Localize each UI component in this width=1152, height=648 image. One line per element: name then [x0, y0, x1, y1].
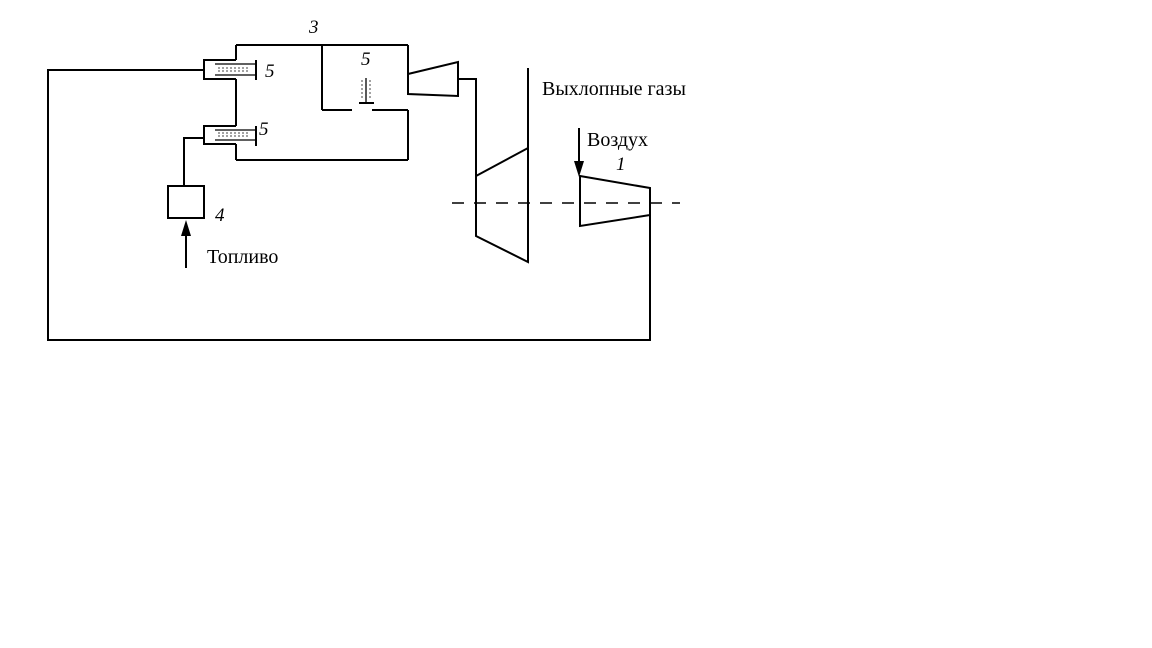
air-feed-loop [47, 69, 651, 341]
turbine [475, 146, 529, 264]
fuel-unit-number: 4 [215, 205, 225, 226]
injector-bottom [203, 125, 257, 146]
exhaust-label: Выхлопные газы [542, 78, 686, 100]
injector-bottom-number: 5 [259, 119, 269, 140]
igniter-number: 5 [361, 49, 371, 70]
chamber-number: 3 [308, 17, 319, 38]
fuel-label: Топливо [207, 246, 278, 268]
igniter [359, 78, 374, 104]
air-label: Воздух [587, 129, 648, 151]
compressor [579, 174, 651, 228]
fuel-unit-box [167, 185, 205, 219]
injector-top-number: 5 [265, 61, 275, 82]
fuel-line [183, 137, 204, 186]
compressor-number: 1 [616, 154, 626, 175]
hot-gas-duct [458, 78, 477, 236]
air-arrow [574, 128, 584, 177]
fuel-arrow [181, 220, 191, 268]
injector-top [203, 59, 257, 80]
nozzle [407, 60, 459, 98]
combustion-chamber [235, 44, 409, 161]
